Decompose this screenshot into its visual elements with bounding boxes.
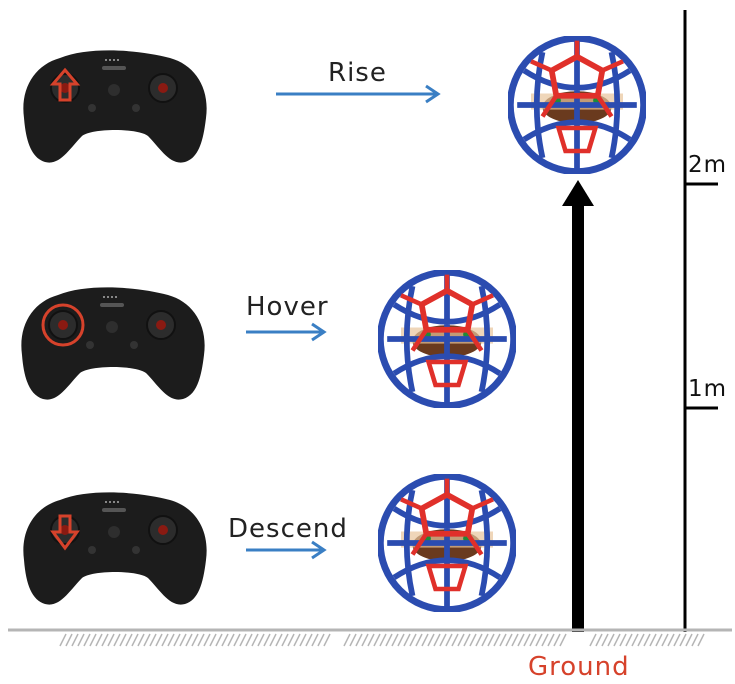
descend-label: Descend: [228, 514, 348, 544]
height-scale-line: [683, 10, 718, 632]
hover-arrow: [246, 322, 327, 342]
drone-rise: [508, 36, 646, 174]
descend-arrow: [246, 540, 327, 560]
gamepad-icon: [22, 49, 208, 164]
rise-label: Rise: [328, 58, 387, 88]
drone-cage-icon: [508, 36, 646, 174]
circle-highlight-icon: [41, 303, 85, 347]
gamepad-icon: [22, 491, 208, 606]
controller-hover: [18, 285, 208, 405]
rise-arrow: [276, 84, 441, 104]
controller-rise: [20, 48, 210, 168]
arrow-down-icon: [50, 514, 80, 551]
hover-label: Hover: [246, 292, 329, 322]
vertical-rise-arrow: [562, 180, 594, 632]
drone-descend: [378, 474, 516, 612]
controller-descend: [20, 490, 210, 610]
gamepad-icon: [20, 286, 206, 401]
drone-cage-icon: [378, 474, 516, 612]
scale-mark-1m: 1m: [688, 376, 728, 402]
ground-label: Ground: [528, 652, 630, 682]
arrow-up-icon: [49, 67, 81, 102]
ground-surface: [8, 628, 732, 647]
scale-mark-2m: 2m: [688, 152, 728, 178]
drone-hover: [378, 270, 516, 408]
drone-cage-icon: [378, 270, 516, 408]
